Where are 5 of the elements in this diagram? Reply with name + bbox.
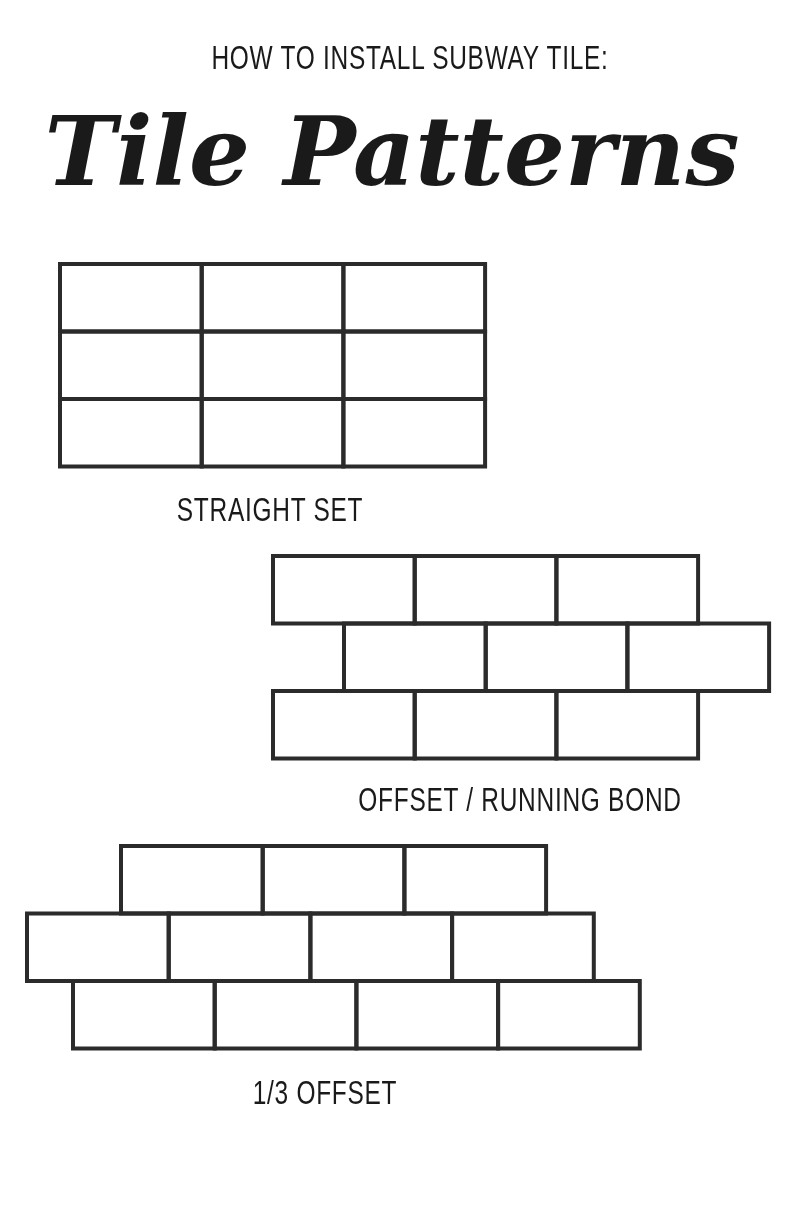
subtitle: HOW TO INSTALL SUBWAY TILE: [211,38,609,77]
pattern-label: STRAIGHT SET [176,490,364,529]
pattern-label: OFFSET / RUNNING BOND [358,780,682,819]
pattern-label: 1/3 OFFSET [252,1073,398,1112]
title: Tile Patterns [44,95,740,208]
